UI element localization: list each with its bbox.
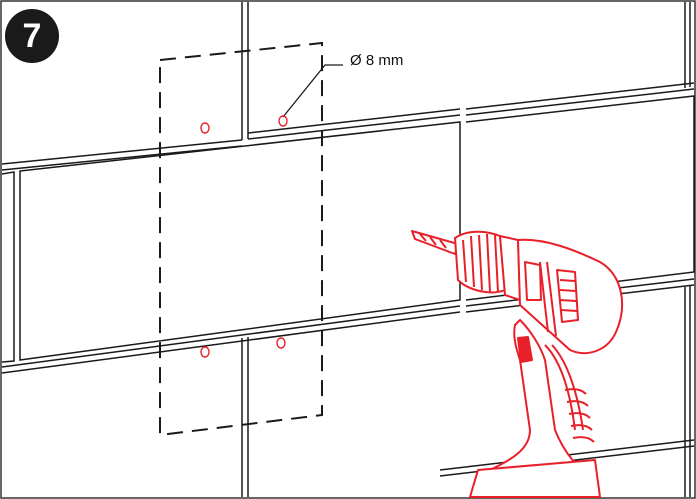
gear-selector: [524, 261, 542, 301]
cordless-drill: [411, 230, 623, 498]
grip-contour: [544, 344, 584, 431]
drill-hole-marker: [200, 122, 210, 134]
drill-hole-marker: [276, 337, 286, 349]
vent-slots: [559, 279, 578, 312]
tile-joint: [241, 2, 249, 140]
drill-hole-marker: [278, 115, 288, 127]
template-outline: [159, 41, 323, 437]
drill-hole-marker: [200, 346, 210, 358]
tile-middle-left: [1, 171, 15, 363]
hole-diameter-label: Ø 8 mm: [350, 52, 404, 69]
grout-line: [465, 82, 695, 116]
tile-joint: [241, 337, 249, 497]
battery-pack: [469, 459, 601, 498]
step-number-badge: 7: [5, 9, 59, 63]
grout-line: [247, 108, 461, 140]
grout-line: [1, 139, 243, 171]
tile-joint: [684, 286, 691, 497]
chuck-ridges: [462, 233, 499, 293]
tile-middle-center: [19, 121, 461, 361]
tile-joint: [684, 2, 691, 88]
vent-panel: [556, 269, 579, 323]
grip-ribs: [564, 388, 595, 443]
trigger: [517, 336, 533, 363]
housing-seam: [539, 261, 557, 337]
drill-bit-flutes: [419, 233, 447, 249]
dimension-leader: [282, 64, 343, 118]
